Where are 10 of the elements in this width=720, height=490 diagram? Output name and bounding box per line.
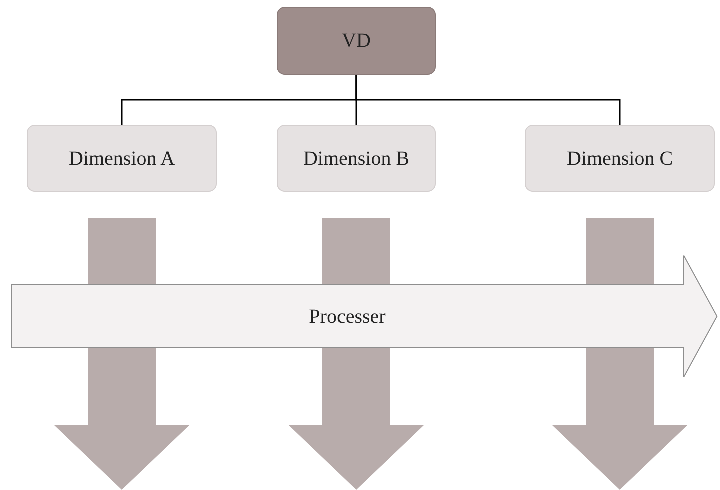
node-label: VD xyxy=(342,29,371,54)
dimension-box xyxy=(27,125,217,192)
node-label: Dimension C xyxy=(566,146,674,172)
connector-line xyxy=(356,75,621,125)
dimension-box xyxy=(277,125,436,192)
dimension-box xyxy=(525,125,715,192)
root-box xyxy=(277,7,436,75)
node-label: Dimension A xyxy=(68,146,176,172)
node-label: Dimension B xyxy=(303,146,410,172)
node-label: Processer xyxy=(309,304,386,330)
